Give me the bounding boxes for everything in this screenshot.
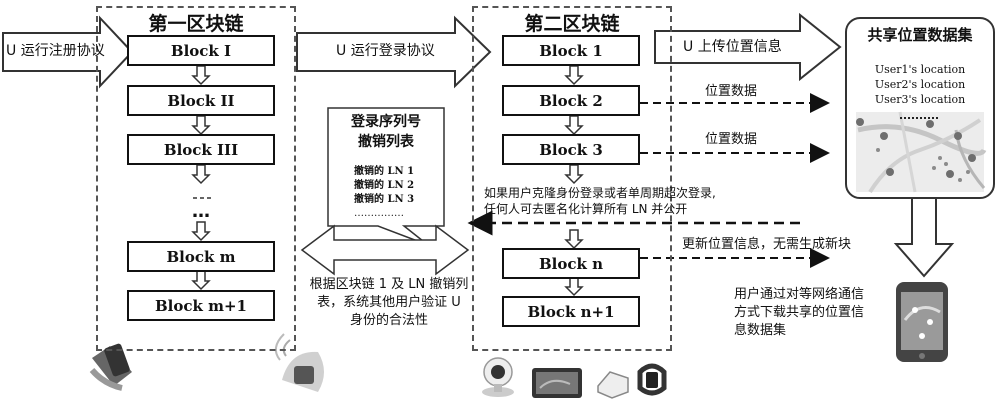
download-arrow — [893, 191, 955, 278]
revoked-ln-dots: …………… — [354, 208, 404, 219]
block-iii: Block III — [127, 134, 275, 165]
verify-line3: 身份的合法性 — [349, 313, 428, 328]
region1-down-arrows — [191, 65, 211, 291]
region2-down-arrows — [564, 65, 584, 297]
revoked-ln-3: 撤销的 LN 3 — [354, 194, 415, 205]
user2-location: User2's location — [874, 78, 966, 91]
verify-line1: 根据区块链 1 及 LN 撤销列 — [309, 277, 469, 292]
second-blockchain-title: 第二区块链 — [524, 13, 620, 35]
second-blockchain-region — [472, 6, 672, 351]
download-line1: 用户通过对等网络通信 — [734, 287, 865, 302]
block-ii: Block II — [127, 85, 275, 116]
first-blockchain-title: 第一区块链 — [148, 13, 244, 35]
verify-text: 根据区块链 1 及 LN 撤销列 表，系统其他用户验证 U 身份的合法性 — [306, 276, 472, 330]
revocation-title: 登录序列号 撤销列表 — [330, 112, 442, 152]
clone-warning-line2: 任何人可去匿名化计算所有 LN 并公开 — [484, 202, 688, 216]
upload-arrow-label: U 上传位置信息 — [683, 39, 782, 55]
block-3: Block 3 — [502, 134, 640, 165]
revoked-ln-2: 撤销的 LN 2 — [354, 180, 415, 191]
verify-double-arrow — [300, 224, 470, 276]
revoked-ln-1: 撤销的 LN 1 — [354, 166, 415, 177]
location-data-label-2: 位置数据 — [705, 132, 758, 147]
revocation-entries: 撤销的 LN 1 撤销的 LN 2 撤销的 LN 3 …………… — [354, 165, 414, 221]
dataset-locations: User1's location User2's location User3'… — [846, 62, 994, 107]
block-n-plus-1: Block n+1 — [502, 296, 640, 327]
smartwatch-hand-icon — [274, 333, 324, 392]
fitness-band-icon — [637, 363, 667, 396]
download-text: 用户通过对等网络通信 方式下载共享的位置信 息数据集 — [734, 286, 864, 340]
block-1: Block 1 — [502, 35, 640, 66]
block-i: Block I — [127, 35, 275, 66]
block-2: Block 2 — [502, 85, 640, 116]
camera-icon — [482, 357, 514, 397]
clone-warning: 如果用户克隆身份登录或者单周期超次登录, 任何人可去匿名化计算所有 LN 并公开 — [484, 185, 716, 217]
map-illustration — [856, 111, 987, 194]
register-arrow — [2, 15, 134, 89]
user1-location: User1's location — [874, 63, 966, 76]
register-arrow-label: U 运行注册协议 — [6, 43, 105, 59]
revocation-title-line1: 登录序列号 — [351, 114, 421, 130]
first-blockchain-region — [96, 6, 296, 351]
block-m-plus-1: Block m+1 — [127, 290, 275, 321]
download-line2: 方式下载共享的位置信 — [734, 305, 865, 320]
revocation-doc — [327, 107, 445, 246]
block-n: Block n — [502, 248, 640, 279]
hand-phone-icon — [89, 343, 132, 391]
revocation-title-line2: 撤销列表 — [358, 134, 414, 150]
block-m: Block m — [127, 241, 275, 272]
login-arrow-label: U 运行登录协议 — [336, 43, 435, 59]
user3-location: User3's location — [874, 93, 966, 106]
dataset-title: 共享位置数据集 — [867, 26, 973, 44]
update-location-label: 更新位置信息，无需生成新块 — [682, 237, 852, 252]
verify-line2: 表，系统其他用户验证 U — [317, 295, 461, 310]
location-data-label-1: 位置数据 — [705, 84, 758, 99]
download-line3: 息数据集 — [734, 323, 787, 338]
tablet-icon — [532, 368, 582, 398]
clone-warning-line1: 如果用户克隆身份登录或者单周期超次登录, — [484, 186, 716, 200]
router-icon — [597, 371, 629, 399]
region1-ellipsis: … — [192, 201, 210, 222]
phone-icon — [896, 282, 948, 362]
upload-arrow — [654, 12, 842, 82]
